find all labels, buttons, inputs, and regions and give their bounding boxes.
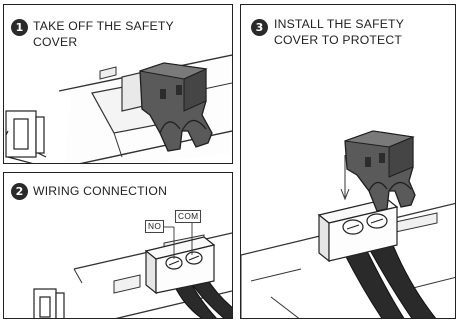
step-3-illustration: [241, 5, 456, 319]
step-2-title: WIRING CONNECTION: [33, 184, 167, 200]
step-3-number-badge: 3: [251, 19, 268, 36]
step-2-panel: 2 WIRING CONNECTION NO COM: [3, 172, 233, 319]
terminal-label-no: NO: [145, 220, 164, 233]
mounting-clip-left: [34, 289, 64, 319]
step-1-title: TAKE OFF THE SAFETY COVER: [33, 19, 174, 50]
step-3-panel: 3 INSTALL THE SAFETY COVER TO PROTECT: [240, 4, 456, 319]
terminal-label-com: COM: [175, 210, 201, 223]
step-1-panel: 1 TAKE OFF THE SAFETY COVER: [3, 4, 233, 164]
step-3-title: INSTALL THE SAFETY COVER TO PROTECT: [274, 17, 404, 48]
step-1-number-badge: 1: [11, 19, 28, 36]
step-2-number-badge: 2: [11, 183, 28, 200]
mounting-clip-left: [6, 111, 46, 164]
